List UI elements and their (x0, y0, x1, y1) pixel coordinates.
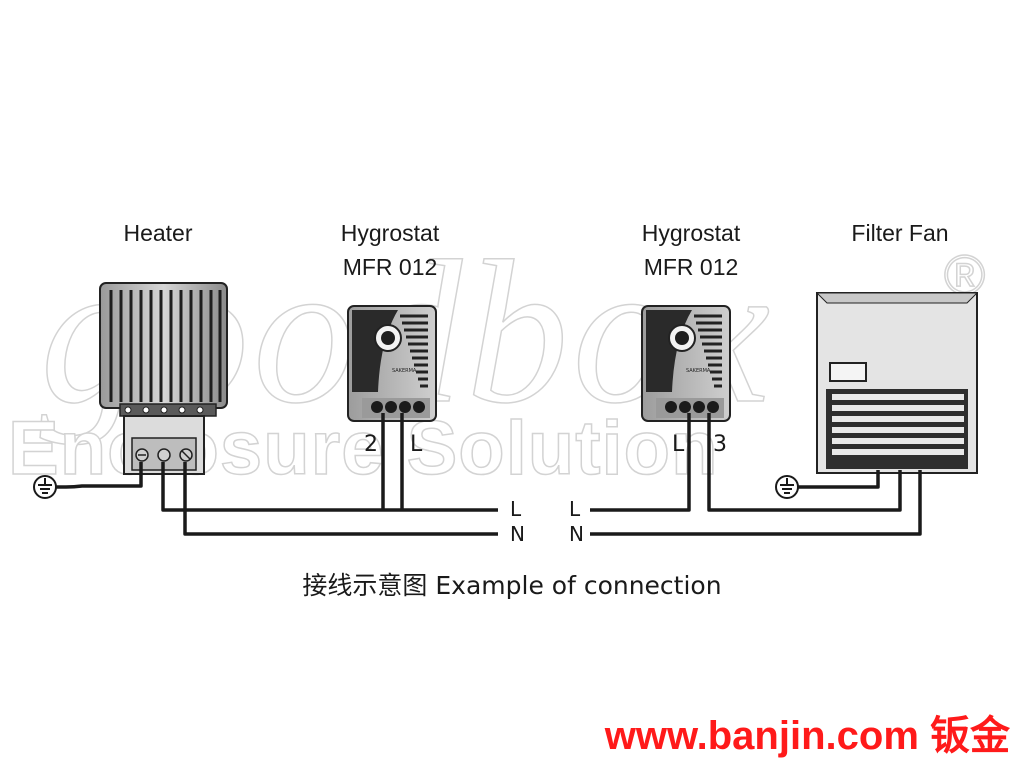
right-neutral-label: N (569, 522, 584, 546)
left-neutral-label: N (510, 522, 525, 546)
hygrostat-left-terminal-l-label: L (410, 432, 423, 457)
heater-ground-wire (56, 462, 143, 489)
hygrostat-left-brand: SAKERMA (392, 368, 417, 374)
hygrostat-right-model: MFR 012 (643, 254, 739, 280)
hygrostat-right-terminal-3-label: 3 (713, 432, 727, 457)
hygrostat-right-brand: SAKERMA (686, 368, 711, 374)
hygrostat-left-device: SAKERMA (347, 305, 437, 422)
ground-icon (775, 475, 799, 499)
diagram-caption: 接线示意图 Example of connection (302, 571, 722, 600)
heater-device (99, 282, 228, 475)
hygrostat-right-device: SAKERMA (641, 305, 731, 422)
right-line-label: L (569, 497, 581, 521)
hygrostat-left-terminal-2-label: 2 (364, 432, 378, 457)
fan-ground-wire (796, 470, 880, 489)
left-neutral-wire (183, 462, 498, 536)
wiring (56, 413, 922, 536)
right-line-wire (590, 413, 691, 512)
filter-fan-label: Filter Fan (851, 220, 949, 246)
left-line-wire (161, 462, 498, 512)
hygrostat-right-terminal-3-wire (707, 413, 902, 512)
right-neutral-wire (590, 470, 922, 536)
heater-label: Heater (123, 220, 193, 246)
left-line-label: L (510, 497, 522, 521)
hygrostat-left-label: Hygrostat (340, 220, 440, 246)
website-link[interactable]: www.banjin.com 钣金 (604, 714, 1010, 758)
filter-fan-device (815, 292, 979, 474)
ground-icon (33, 475, 57, 499)
hygrostat-right-terminal-l-label: L (672, 432, 685, 457)
hygrostat-left-model: MFR 012 (342, 254, 438, 280)
hygrostat-right-label: Hygrostat (641, 220, 741, 246)
